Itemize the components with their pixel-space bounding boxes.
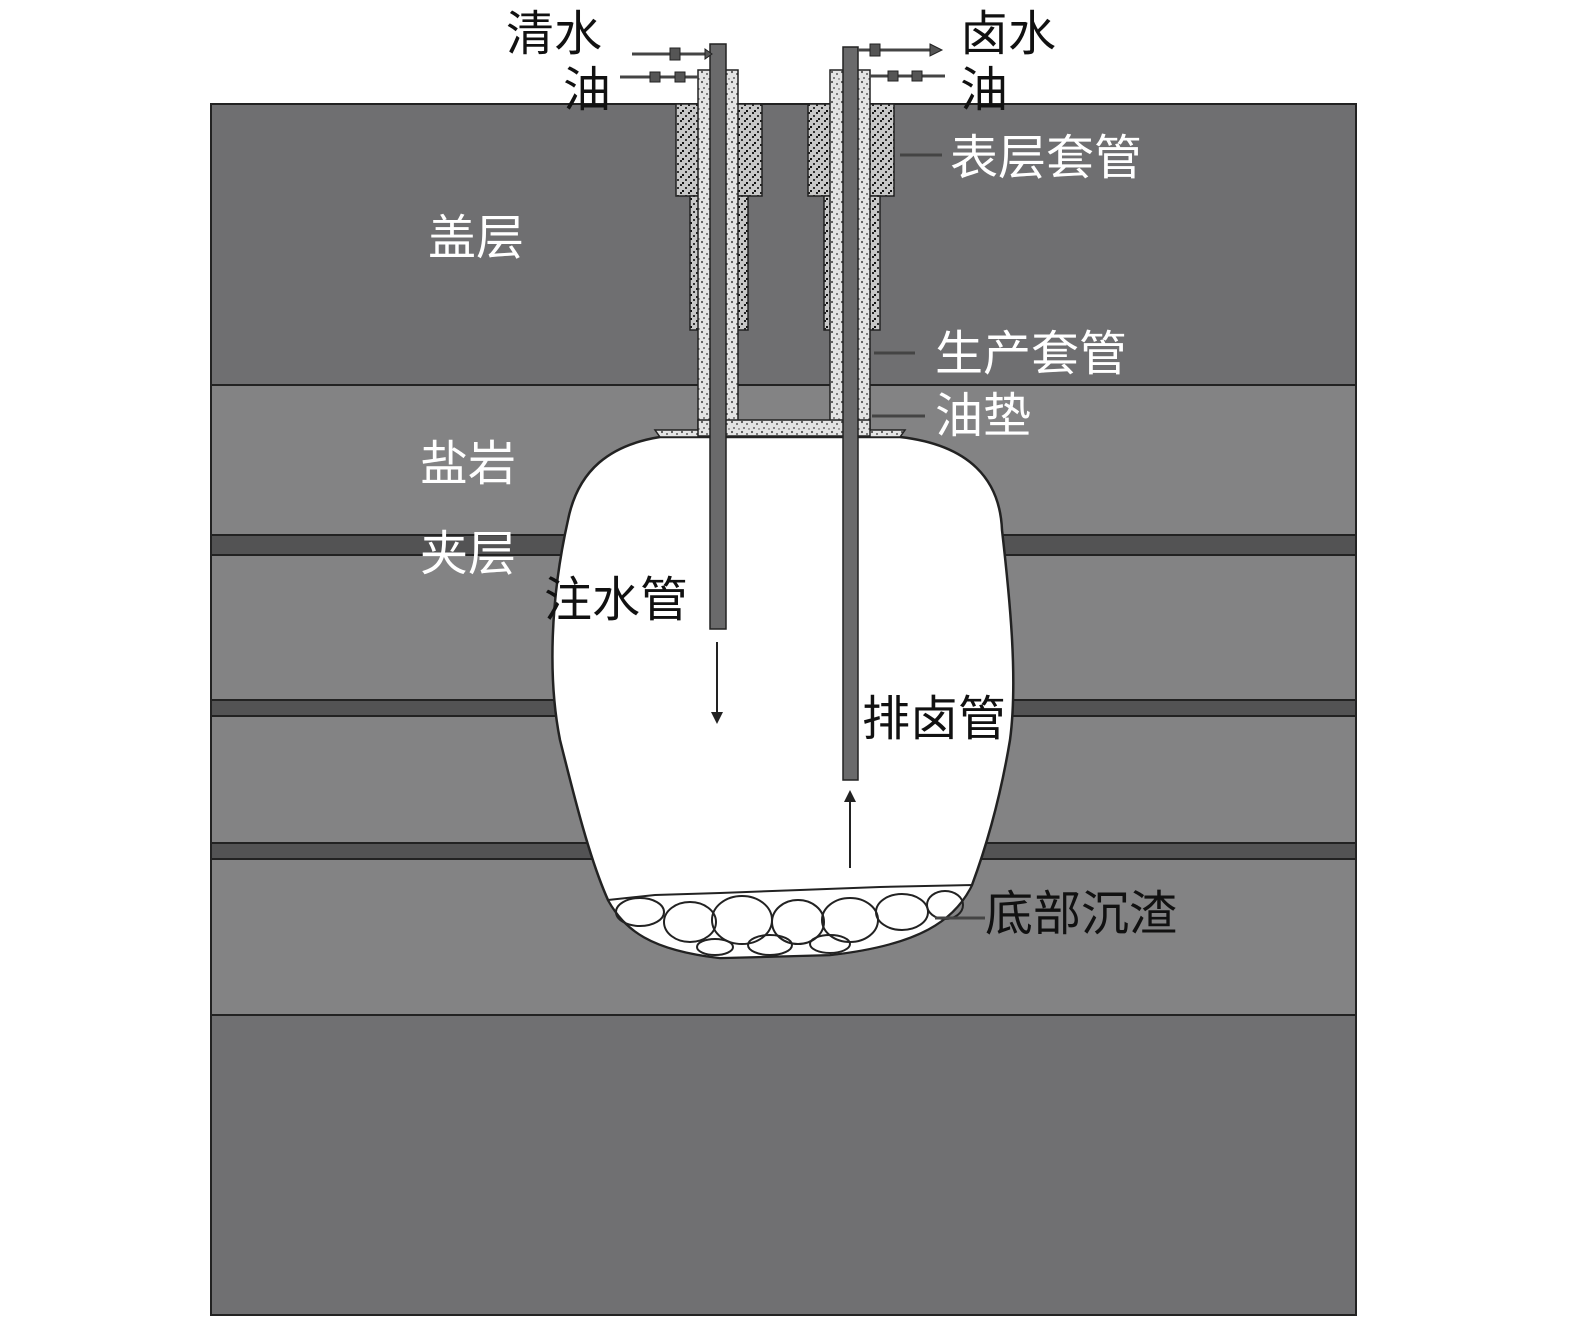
label-fresh-water: 清水	[506, 6, 603, 62]
injection-pipe	[709, 43, 727, 630]
label-oil-right: 油	[960, 62, 1009, 118]
label-bottom-sediment: 底部沉渣	[985, 886, 1178, 942]
label-production-casing: 生产套管	[935, 326, 1128, 382]
label-brine: 卤水	[960, 6, 1057, 62]
base-layer	[210, 1014, 1357, 1316]
label-rock-salt: 盐岩	[420, 436, 517, 492]
valve-icons	[649, 43, 944, 83]
pointer-lines	[872, 153, 985, 920]
label-surface-casing: 表层套管	[950, 130, 1143, 186]
label-caprock: 盖层	[428, 210, 525, 266]
label-interlayer: 夹层	[420, 526, 517, 582]
label-oil-cushion: 油垫	[935, 388, 1032, 444]
label-injection-pipe: 注水管	[544, 572, 689, 628]
caprock-layer	[210, 103, 1357, 386]
casing-bridge	[697, 419, 871, 437]
bottom-sediment	[606, 883, 974, 960]
label-brine-pipe: 排卤管	[862, 691, 1007, 747]
brine-pipe	[842, 46, 859, 781]
label-oil-left: 油	[563, 62, 612, 118]
